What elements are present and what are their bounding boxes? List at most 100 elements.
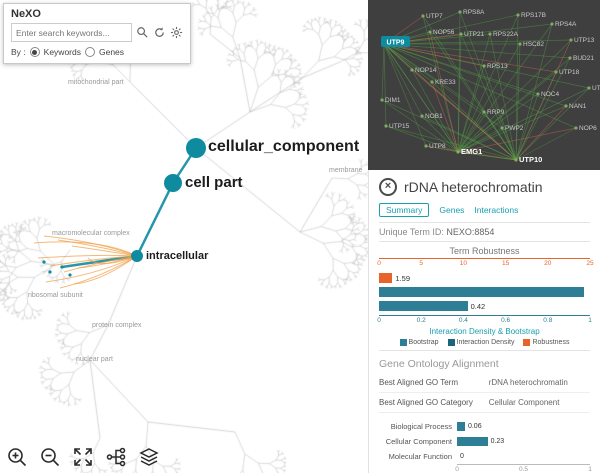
legend-label: Bootstrap — [408, 339, 439, 346]
network-node-UTP9[interactable]: UTP9 — [381, 36, 410, 47]
search-icon[interactable] — [136, 26, 149, 39]
axis-tick: 1 — [588, 466, 592, 473]
view-toolbar — [6, 446, 160, 468]
reset-icon[interactable] — [153, 26, 166, 39]
go-row-value: Cellular Component — [488, 398, 560, 407]
network-node-UTP7[interactable]: UTP7 — [426, 13, 443, 20]
axis-tick: 1 — [588, 317, 592, 324]
zoom-out-button[interactable] — [39, 446, 61, 468]
bar-value-label: 0.42 — [470, 301, 486, 311]
interaction-network[interactable]: UTP7 RPS8A RPS17B RPS4A UTP13 NOP56 UTP21 RPS22… — [368, 0, 600, 170]
bar-value-label: 1.59 — [395, 273, 411, 283]
robustness-bar-interaction-density — [379, 301, 468, 311]
legend-label: Interaction Density — [456, 339, 515, 346]
tab-genes[interactable]: Genes — [439, 205, 465, 215]
tree-node-intracellular[interactable] — [131, 250, 143, 262]
axis-tick: 0.4 — [458, 317, 468, 324]
tab-summary[interactable]: Summary — [379, 203, 430, 217]
robustness-bars: 1.59 0.42 — [379, 271, 590, 313]
radio-keywords[interactable] — [29, 47, 40, 57]
search-input[interactable] — [11, 23, 132, 42]
tree-term-label-mitochondrial-part[interactable]: mitochondrial part — [68, 79, 124, 86]
network-node-UTP21[interactable]: UTP21 — [464, 31, 485, 38]
close-icon[interactable]: × — [379, 178, 397, 196]
network-node-UTP10[interactable]: UTP10 — [519, 155, 542, 164]
legend-swatch — [447, 339, 455, 346]
network-node-UTP18[interactable]: UTP18 — [559, 69, 580, 76]
tree-node-cell-part[interactable] — [164, 174, 182, 192]
alignment-value-label: 0.23 — [490, 438, 505, 445]
ontology-tree-highlight-layer — [33, 138, 206, 289]
axis-tick: 25 — [586, 260, 594, 267]
axis-tick: 0 — [455, 466, 459, 473]
network-node-UTP13[interactable]: UTP13 — [574, 37, 595, 44]
network-node-NOB1[interactable]: NOB1 — [425, 113, 443, 120]
tree-node-label-intracellular[interactable]: intracellular — [146, 250, 209, 262]
network-node-RPS22A[interactable]: RPS22A — [493, 31, 519, 38]
go-alignment-header: Gene Ontology Alignment — [379, 358, 499, 370]
alignment-value-label: 0.06 — [467, 423, 482, 430]
tree-term-label-membrane[interactable]: membrane — [329, 167, 363, 174]
radio-genes-label[interactable]: Genes — [98, 47, 125, 57]
tree-term-label-macromolecular-complex[interactable]: macromolecular complex — [52, 230, 130, 237]
tab-interactions[interactable]: Interactions — [474, 205, 519, 215]
network-node-NOC4[interactable]: NOC4 — [541, 91, 559, 98]
tree-node-label-cell-part[interactable]: cell part — [185, 174, 243, 191]
search-by-label: By : — [11, 47, 26, 57]
go-row-value: rDNA heterochromatin — [488, 378, 568, 387]
settings-icon[interactable] — [170, 26, 183, 39]
axis-tick: 0 — [377, 260, 381, 267]
network-node-UTP6[interactable]: UTP6 — [592, 85, 600, 92]
search-panel: NeXO By : Keywords Genes — [3, 3, 191, 64]
tree-term-label-nuclear-part[interactable]: nuclear part — [76, 356, 113, 363]
network-node-RPS17B[interactable]: RPS17B — [521, 12, 546, 19]
network-node-EMG1[interactable]: EMG1 — [461, 147, 482, 156]
tree-node-label-cellular_component[interactable]: cellular_component — [208, 138, 360, 155]
network-node-RRP9[interactable]: RRP9 — [487, 109, 505, 116]
robustness-bar-bootstrap — [379, 287, 584, 297]
ontology-tree-canvas[interactable] — [0, 0, 368, 473]
fit-to-screen-button[interactable] — [72, 446, 94, 468]
tree-depth-button[interactable] — [105, 446, 127, 468]
alignment-bar — [457, 437, 488, 446]
network-node-KRE33[interactable]: KRE33 — [435, 79, 456, 86]
tree-term-label-ribosomal-subunit[interactable]: ribosomal subunit — [28, 292, 83, 299]
term-title: rDNA heterochromatin — [404, 179, 543, 195]
network-node-UTP8[interactable]: UTP8 — [429, 143, 446, 150]
tree-node-cellular_component[interactable] — [186, 138, 206, 158]
network-node-RPS8A[interactable]: RPS8A — [463, 9, 485, 16]
network-node-NOP6[interactable]: NOP6 — [579, 125, 597, 132]
axis-tick: 0.5 — [518, 466, 529, 473]
tree-term-label-protein-complex[interactable]: protein complex — [92, 322, 142, 329]
network-node-NOP56[interactable]: NOP56 — [433, 29, 455, 36]
network-node-NAN1[interactable]: NAN1 — [569, 103, 587, 110]
layers-button[interactable] — [138, 446, 160, 468]
robustness-axis-label: Interaction Density & Bootstrap — [429, 327, 540, 336]
interaction-network-panel[interactable]: UTP7 RPS8A RPS17B RPS4A UTP13 NOP56 UTP21 RPS22… — [368, 0, 600, 170]
radio-keywords-label[interactable]: Keywords — [43, 47, 81, 57]
axis-tick: 0.8 — [543, 317, 553, 324]
network-node-RPS4A[interactable]: RPS4A — [555, 21, 577, 28]
details-tabs: Summary Genes Interactions — [379, 203, 590, 217]
network-node-DIM1[interactable]: DIM1 — [385, 97, 401, 104]
network-node-NOP14[interactable]: NOP14 — [415, 67, 437, 74]
axis-tick: 20 — [544, 260, 552, 267]
network-node-HSC82[interactable]: HSC82 — [523, 41, 544, 48]
radio-genes[interactable] — [84, 47, 95, 57]
axis-tick: 0.6 — [501, 317, 511, 324]
network-node-PWP2[interactable]: PWP2 — [505, 125, 524, 132]
network-node-UTP15[interactable]: UTP15 — [389, 123, 410, 130]
zoom-in-button[interactable] — [6, 446, 28, 468]
network-node-RPS13[interactable]: RPS13 — [487, 63, 508, 70]
alignment-category-label: Biological Process — [390, 422, 452, 431]
axis-tick: 15 — [501, 260, 510, 267]
network-node-BUD21[interactable]: BUD21 — [573, 55, 594, 62]
